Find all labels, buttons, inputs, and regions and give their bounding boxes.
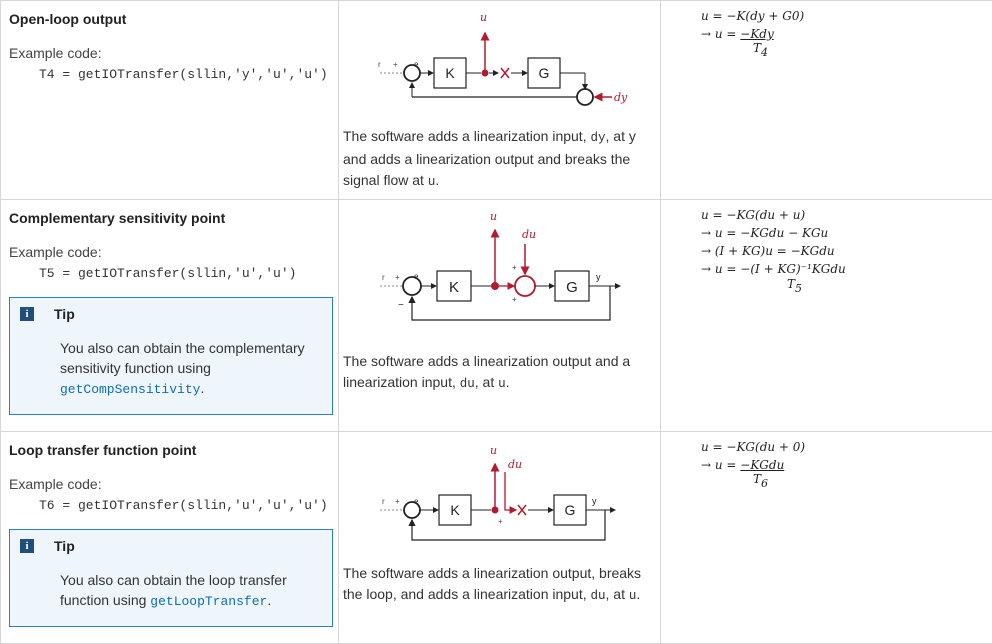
block-diagram: u du + r + e K G y (350, 432, 650, 557)
example-label: Example code: (9, 244, 333, 260)
u-label: u (490, 444, 497, 457)
diagram-cell: u du + r + e K G y (339, 432, 661, 644)
svg-text:+: + (512, 263, 517, 272)
row-title: Open-loop output (9, 11, 333, 27)
linearization-point (491, 507, 498, 514)
svg-text:+: + (512, 295, 517, 304)
u-label: u (490, 210, 497, 223)
math-cell: u = −KG(du + u) → u = −KGdu − KGu → (I +… (661, 200, 992, 432)
block-diagram: u r + e K G dy (350, 1, 650, 126)
du-input-arrow (505, 472, 516, 510)
du-label: du (508, 458, 522, 471)
y-label: y (596, 272, 601, 282)
row-description: The software adds a linearization output… (339, 563, 660, 607)
derivation: u = −KG(du + 0) → u = −KGdu T6 (661, 432, 992, 493)
svg-text:+: + (395, 273, 400, 282)
y-label: y (592, 496, 597, 506)
table-row: Open-loop output Example code: T4 = getI… (1, 1, 992, 200)
table-row: Complementary sensitivity point Example … (1, 200, 992, 432)
example-label: Example code: (9, 476, 333, 492)
row-label-cell: Open-loop output Example code: T4 = getI… (1, 1, 339, 200)
row-title: Loop transfer function point (9, 442, 333, 458)
tip-box: i Tip You also can obtain the loop transf… (9, 529, 333, 627)
r-label: r (378, 60, 381, 69)
info-icon: i (20, 307, 34, 321)
e-label: e (414, 272, 419, 281)
plus-label: + (393, 60, 398, 69)
g-label: G (564, 502, 575, 518)
tip-text: You also can obtain the complementary se… (20, 338, 322, 400)
loop-break-icon (501, 68, 509, 78)
tip-title: Tip (54, 538, 75, 554)
function-link[interactable]: getCompSensitivity (60, 382, 200, 397)
svg-text:+: + (395, 497, 400, 506)
tip-title: Tip (54, 306, 75, 322)
row-label-cell: Loop transfer function point Example cod… (1, 432, 339, 644)
math-cell: u = −KG(du + 0) → u = −KGdu T6 (661, 432, 992, 644)
diagram-cell: u du + + r + e K G y (339, 200, 661, 432)
info-icon: i (20, 539, 34, 553)
du-label: du (522, 228, 536, 241)
table-row: Loop transfer function point Example cod… (1, 432, 992, 644)
row-description: The software adds a linearization output… (339, 351, 660, 395)
output-sum-junction (577, 89, 593, 105)
svg-text:−: − (398, 300, 404, 311)
r-label: r (382, 273, 385, 282)
example-code: T6 = getIOTransfer(sllin,'u','u','u') (9, 498, 333, 513)
block-diagram: u du + + r + e K G y (350, 200, 650, 345)
e-label: e (414, 60, 419, 69)
tip-box: i Tip You also can obtain the complementa… (9, 297, 333, 415)
e-label: e (414, 497, 419, 506)
math-cell: u = −K(dy + G0) → u = −Kdy T4 (661, 1, 992, 200)
u-label: u (480, 11, 487, 24)
row-title: Complementary sensitivity point (9, 210, 333, 226)
svg-text:+: + (498, 517, 503, 526)
row-label-cell: Complementary sensitivity point Example … (1, 200, 339, 432)
example-code: T5 = getIOTransfer(sllin,'u','u') (9, 266, 333, 281)
derivation: u = −K(dy + G0) → u = −Kdy T4 (661, 1, 992, 62)
r-label: r (382, 497, 385, 506)
k-label: K (450, 502, 460, 518)
g-label: G (538, 65, 549, 81)
derivation: u = −KG(du + u) → u = −KGdu − KGu → (I +… (661, 200, 992, 298)
row-description: The software adds a linearization input,… (339, 126, 660, 193)
loop-break-icon (518, 505, 526, 515)
linearization-point (481, 70, 488, 77)
k-label: K (448, 279, 458, 296)
k-label: K (445, 65, 455, 81)
function-link[interactable]: getLoopTransfer (150, 594, 267, 609)
dy-label: dy (614, 91, 628, 104)
diagram-cell: u r + e K G dy (339, 1, 661, 200)
example-code: T4 = getIOTransfer(sllin,'y','u','u') (9, 67, 333, 82)
input-sum-junction (515, 276, 535, 296)
example-label: Example code: (9, 45, 333, 61)
linearization-point (491, 282, 499, 290)
g-label: G (566, 279, 578, 296)
tip-text: You also can obtain the loop transfer fu… (20, 570, 322, 612)
